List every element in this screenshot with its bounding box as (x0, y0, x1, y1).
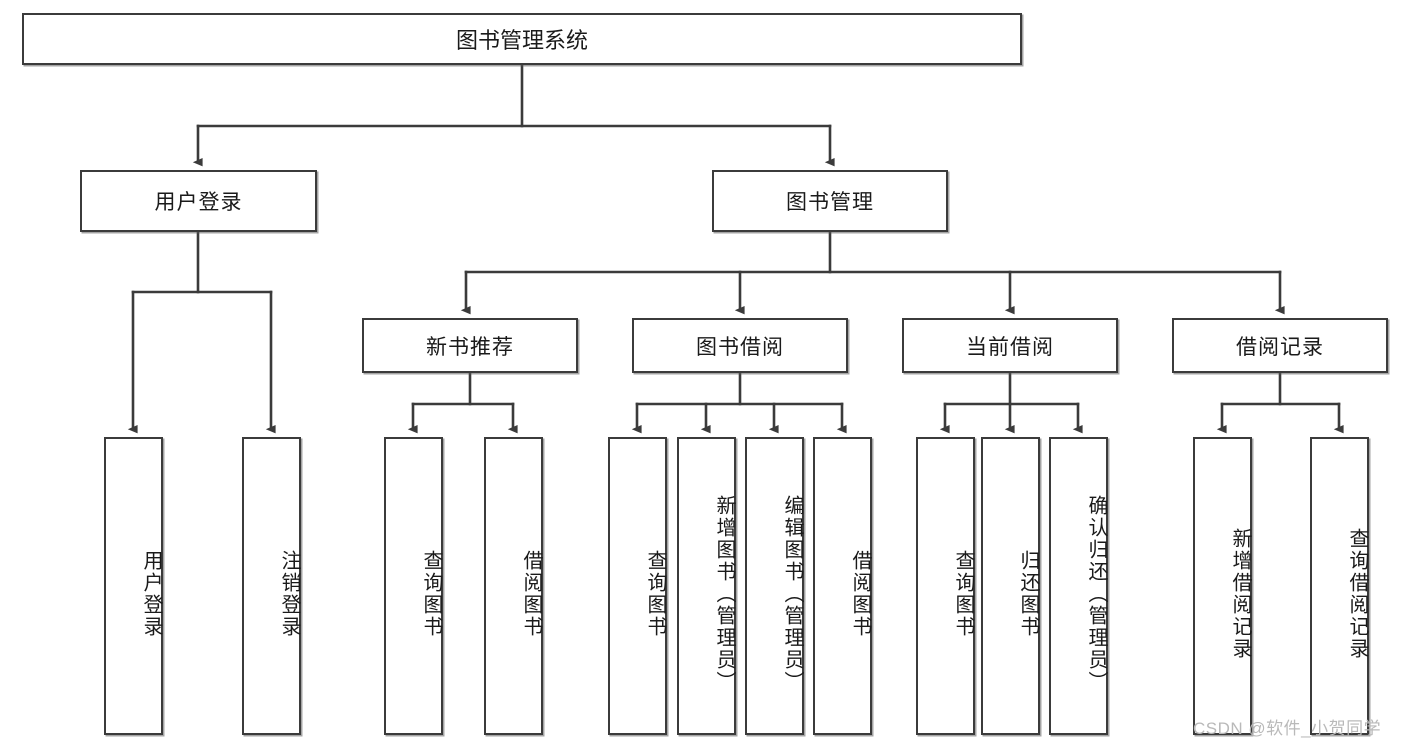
node-label: 新增图书（管理员） (713, 495, 735, 693)
leaf-book-borrow-query[interactable]: 查询图书 (608, 437, 667, 735)
node-label: 编辑图书（管理员） (781, 495, 803, 693)
leaf-new-book-borrow[interactable]: 借阅图书 (484, 437, 543, 735)
node-label: 当前借阅 (966, 335, 1054, 359)
node-label: 查询图书 (952, 550, 974, 638)
node-label: 新书推荐 (426, 335, 514, 359)
node-label: 确认归还（管理员） (1085, 495, 1107, 693)
leaf-new-book-query[interactable]: 查询图书 (384, 437, 443, 735)
node-label: 注销登录 (278, 550, 300, 638)
leaf-current-borrow-confirm-return[interactable]: 确认归还（管理员） (1049, 437, 1108, 735)
leaf-book-borrow-edit[interactable]: 编辑图书（管理员） (745, 437, 804, 735)
node-label: 借阅图书 (849, 550, 871, 638)
node-label: 用户登录 (154, 191, 243, 214)
node-label: 图书借阅 (696, 335, 784, 359)
node-current-borrow[interactable]: 当前借阅 (902, 318, 1118, 373)
leaf-user-login-logout[interactable]: 注销登录 (242, 437, 301, 735)
leaf-book-borrow-add[interactable]: 新增图书（管理员） (677, 437, 736, 735)
node-label: 归还图书 (1017, 550, 1039, 638)
leaf-borrow-record-query[interactable]: 查询借阅记录 (1310, 437, 1369, 735)
node-label: 图书管理 (786, 191, 874, 214)
node-root-book-management-system[interactable]: 图书管理系统 (22, 13, 1022, 65)
node-new-book-recommend[interactable]: 新书推荐 (362, 318, 578, 373)
node-label: 借阅记录 (1236, 335, 1324, 359)
node-label: 新增借阅记录 (1229, 528, 1251, 660)
node-label: 查询图书 (420, 550, 442, 638)
csdn-watermark: CSDN @软件_小贺同学 (1193, 719, 1382, 738)
leaf-book-borrow-borrow[interactable]: 借阅图书 (813, 437, 872, 735)
node-label: 查询图书 (644, 550, 666, 638)
leaf-current-borrow-return[interactable]: 归还图书 (981, 437, 1040, 735)
node-borrow-record[interactable]: 借阅记录 (1172, 318, 1388, 373)
node-book-management[interactable]: 图书管理 (712, 170, 948, 232)
node-label: 借阅图书 (520, 550, 542, 638)
node-label: 查询借阅记录 (1346, 528, 1368, 660)
node-label: 图书管理系统 (455, 28, 588, 53)
node-user-login[interactable]: 用户登录 (80, 170, 317, 232)
leaf-current-borrow-query[interactable]: 查询图书 (916, 437, 975, 735)
node-label: 用户登录 (140, 550, 162, 638)
leaf-borrow-record-add[interactable]: 新增借阅记录 (1193, 437, 1252, 735)
node-book-borrow[interactable]: 图书借阅 (632, 318, 848, 373)
leaf-user-login-login[interactable]: 用户登录 (104, 437, 163, 735)
